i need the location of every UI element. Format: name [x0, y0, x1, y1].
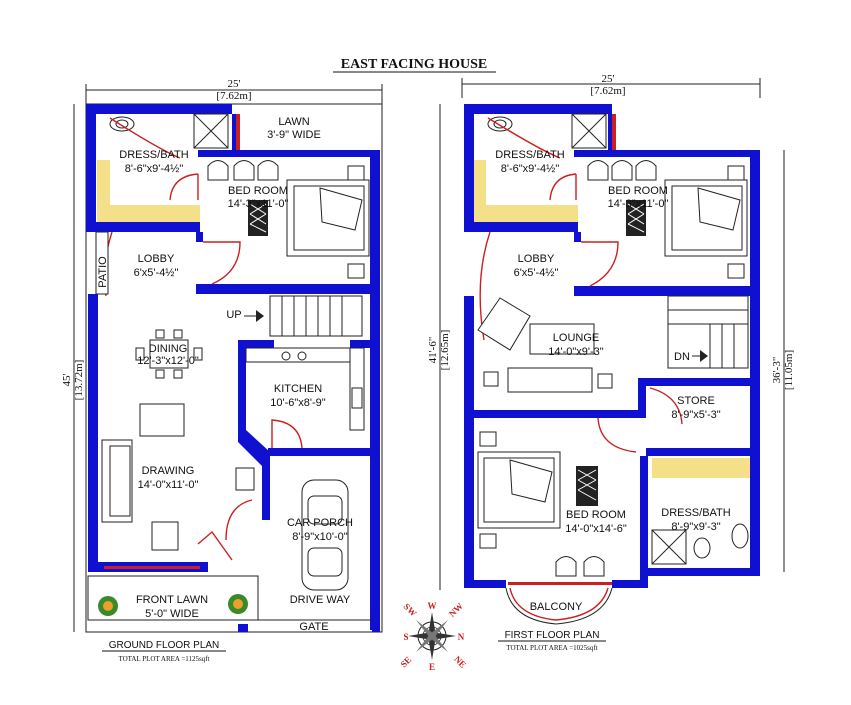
label-kitchen: KITCHEN [274, 383, 322, 395]
compass-nw: NW [447, 601, 465, 619]
ground-width-m: [7.62m] [216, 90, 251, 102]
ground-floor-plan: 25' [7.62m] 45' [13.72m] [61, 78, 383, 663]
label-dress-bath2-size: 8'-9"x9'-3" [671, 521, 720, 533]
label-store: STORE [677, 395, 715, 407]
label-lobby-1f: LOBBY [518, 253, 555, 265]
stair-down [667, 295, 749, 369]
label-dress-bath2: DRESS/BATH [661, 507, 731, 519]
label-drawing-size: 14'-0"x11'-0" [138, 479, 199, 491]
compass-n: N [458, 632, 465, 642]
first-depth-ft: 41'-6" [427, 337, 439, 364]
label-lounge-size: 14'-0"x9'-3" [548, 346, 604, 358]
compass-ne: NE [452, 654, 468, 670]
label-dress-bath-1f: DRESS/BATH [495, 149, 565, 161]
label-car-porch-size: 8'-9"x10'-0" [292, 531, 348, 543]
label-lobby: LOBBY [138, 253, 175, 265]
label-drawing: DRAWING [142, 465, 195, 477]
first-floor-caption: FIRST FLOOR PLAN [505, 630, 600, 641]
label-patio: PATIO [97, 256, 109, 288]
ground-floor-caption: GROUND FLOOR PLAN [109, 640, 220, 651]
first-width-m: [7.62m] [590, 85, 625, 97]
label-bedroom2-size: 14'-0"x14'-6" [565, 523, 627, 535]
first-inner-m: [11.05m] [783, 350, 795, 390]
compass-e: E [429, 662, 435, 672]
ground-depth-m: [13.72m] [73, 360, 85, 401]
label-store-size: 8'-9"x5'-3" [671, 409, 720, 421]
label-dress-bath-size: 8'-6"x9'-4½" [125, 163, 184, 175]
compass-sw: SW [402, 601, 419, 618]
label-gate: GATE [299, 621, 328, 633]
compass-icon: W E S N SW NW SE NE [398, 601, 468, 672]
label-lawn: LAWN [278, 116, 309, 128]
label-drive-way: DRIVE WAY [290, 594, 351, 606]
label-bedroom-size: 14'-3"x11'-0" [228, 198, 289, 210]
label-lobby-size: 6'x5'-4½" [134, 267, 179, 279]
label-lounge: LOUNGE [553, 332, 599, 344]
label-lawn-size: 3'-9" WIDE [267, 129, 321, 141]
label-car-porch: CAR PORCH [287, 517, 353, 529]
label-front-lawn-size: 5'-0" WIDE [145, 608, 199, 620]
label-front-lawn: FRONT LAWN [136, 594, 208, 606]
label-dining: DINING [149, 343, 188, 355]
first-inner-ft: 36'-3" [771, 357, 783, 384]
compass-se: SE [398, 654, 413, 669]
drawing-title: EAST FACING HOUSE [341, 57, 488, 72]
first-plot-area: TOTAL PLOT AREA =1025sqft [506, 644, 597, 652]
first-width-ft: 25' [602, 73, 615, 85]
label-dining-size: 12'-3"x12'-0" [137, 355, 199, 367]
ground-depth-ft: 45' [61, 373, 73, 386]
first-floor-plan: 25' [7.62m] 41'-6" [12.65m] 36'-3" [11.0… [427, 73, 795, 652]
label-bedroom-1f-size: 14'-3"x11'-0" [608, 198, 669, 210]
compass-w: W [428, 601, 437, 611]
label-kitchen-size: 10'-6"x8'-9" [270, 397, 326, 409]
first-depth-m: [12.65m] [439, 330, 451, 371]
label-lobby-1f-size: 6'x5'-4½" [514, 267, 559, 279]
label-dn: DN [674, 351, 690, 363]
ground-width-ft: 25' [228, 78, 241, 90]
label-dress-bath-1f-size: 8'-6"x9'-4½" [501, 163, 560, 175]
compass-s: S [403, 632, 408, 642]
ground-plot-area: TOTAL PLOT AREA =1125sqft [118, 655, 209, 663]
label-bedroom-1f: BED ROOM [608, 185, 668, 197]
label-dress-bath: DRESS/BATH [119, 149, 189, 161]
label-up: UP [226, 309, 241, 321]
label-bedroom2: BED ROOM [566, 509, 626, 521]
car-icon [301, 479, 349, 591]
stair-up [244, 295, 363, 337]
label-bedroom: BED ROOM [228, 185, 288, 197]
label-balcony: BALCONY [530, 601, 583, 613]
